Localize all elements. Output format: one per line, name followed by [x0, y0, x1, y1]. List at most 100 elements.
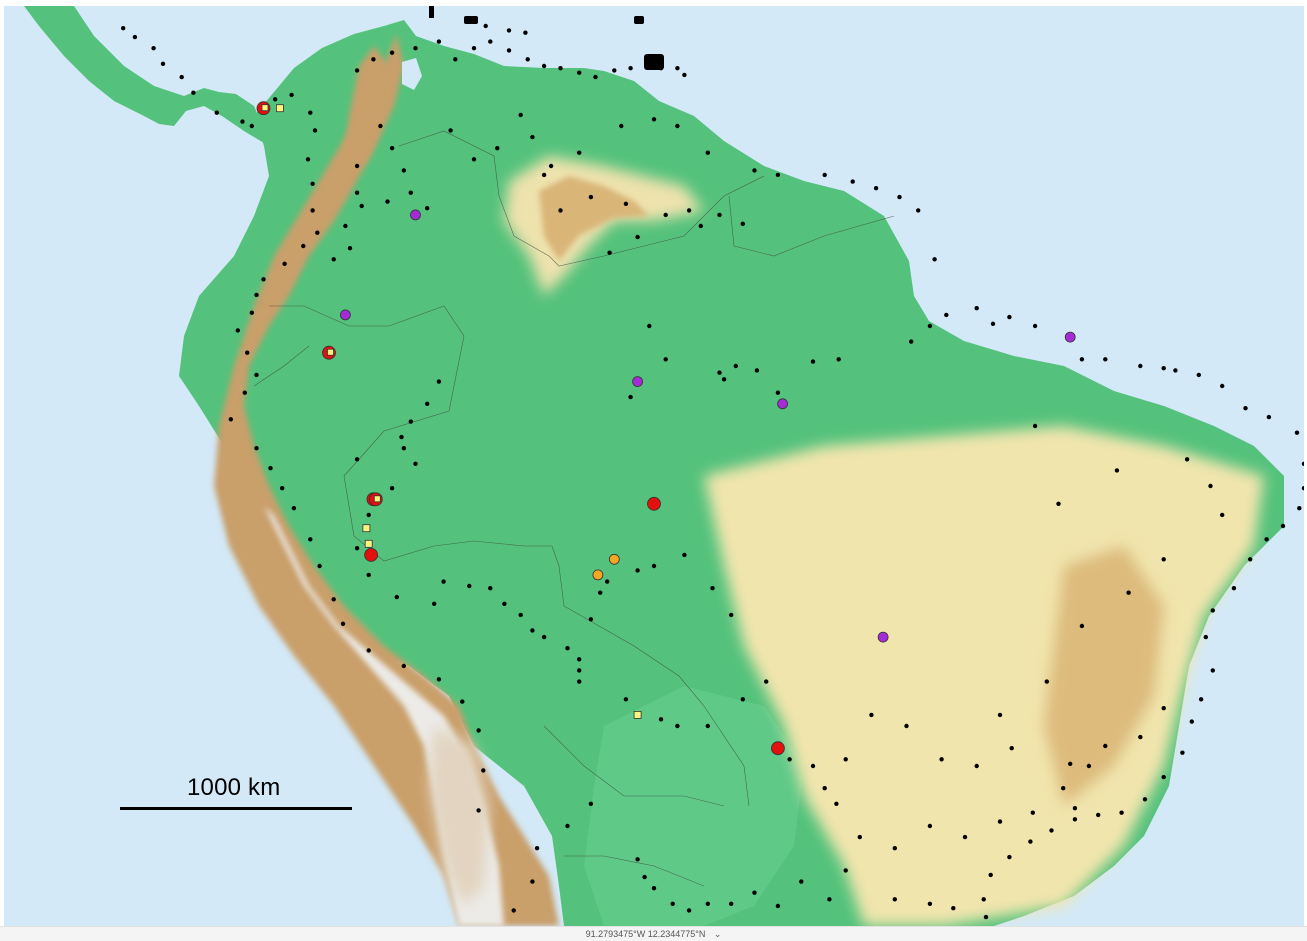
occurrence-point: [705, 723, 710, 729]
occurrence-point: [413, 461, 418, 466]
occurrence-point: [1126, 590, 1131, 595]
occurrence-point: [254, 446, 259, 451]
occurrence-point: [291, 506, 297, 511]
yellow-square-marker[interactable]: [327, 348, 334, 356]
occurrence-point: [530, 628, 535, 633]
occurrence-point: [308, 110, 313, 115]
purple-marker[interactable]: [632, 376, 643, 388]
occurrence-point: [869, 712, 874, 718]
occurrence-layer: [121, 23, 1304, 920]
occurrence-point: [1061, 786, 1066, 791]
species-marker-layer[interactable]: [256, 101, 1076, 756]
occurrence-point: [261, 277, 266, 282]
occurrence-point: [282, 261, 287, 266]
occurrence-point: [981, 897, 986, 902]
occurrence-point: [787, 757, 792, 762]
occurrence-point: [371, 57, 376, 62]
occurrence-point: [1280, 523, 1286, 529]
purple-marker[interactable]: [1064, 331, 1076, 343]
occurrence-point: [1032, 323, 1038, 329]
occurrence-point: [235, 328, 240, 333]
occurrence-point: [399, 434, 404, 440]
occurrence-point: [927, 901, 933, 906]
occurrence-point: [289, 92, 294, 98]
occurrence-point: [651, 117, 657, 122]
occurrence-point: [228, 417, 233, 422]
occurrence-point: [354, 190, 360, 195]
red-marker[interactable]: [364, 548, 379, 562]
occurrence-point: [939, 757, 944, 762]
purple-marker[interactable]: [410, 209, 421, 221]
occurrence-point: [366, 648, 371, 653]
orange-marker[interactable]: [592, 569, 604, 581]
occurrence-point: [1096, 812, 1101, 818]
occurrence-point: [927, 823, 933, 829]
occurrence-point: [951, 906, 956, 911]
occurrence-point: [843, 868, 848, 873]
landmass: [24, 6, 1284, 926]
occurrence-point: [682, 552, 687, 558]
yellow-square-marker[interactable]: [275, 104, 284, 113]
occurrence-point: [588, 194, 594, 200]
occurrence-point: [1161, 366, 1166, 371]
yellow-square-marker[interactable]: [261, 104, 269, 112]
occurrence-point: [481, 768, 486, 773]
occurrence-point: [588, 617, 594, 622]
occurrence-point: [1198, 697, 1204, 702]
scale-label: 1000 km: [187, 774, 281, 801]
occurrence-point: [425, 401, 430, 406]
occurrence-point: [1203, 634, 1209, 640]
occurrence-point: [705, 150, 710, 155]
map-viewport[interactable]: 1000 km: [4, 6, 1304, 926]
occurrence-point: [1086, 763, 1092, 769]
occurrence-point: [121, 26, 126, 31]
occurrence-point: [1044, 679, 1050, 684]
occurrence-point: [628, 394, 633, 400]
purple-marker[interactable]: [777, 398, 788, 410]
orange-marker[interactable]: [608, 553, 620, 565]
occurrence-point: [525, 57, 530, 62]
occurrence-point: [432, 601, 437, 606]
occurrence-point: [593, 74, 598, 80]
occurrence-point: [740, 697, 745, 702]
purple-marker[interactable]: [877, 631, 889, 643]
occurrence-point: [310, 181, 315, 186]
occurrence-point: [401, 663, 406, 669]
occurrence-point: [506, 48, 512, 53]
occurrence-point: [810, 359, 816, 364]
occurrence-point: [822, 172, 827, 178]
terrain-map[interactable]: [4, 6, 1304, 926]
occurrence-point: [1220, 383, 1225, 389]
yellow-square-marker[interactable]: [633, 711, 642, 719]
occurrence-point: [1049, 828, 1054, 833]
occurrence-point: [1264, 537, 1269, 542]
yellow-square-marker[interactable]: [362, 524, 371, 533]
chevron-down-icon[interactable]: ⌄: [713, 929, 722, 939]
occurrence-point: [775, 903, 781, 909]
occurrence-point: [733, 363, 738, 369]
occurrence-point: [916, 208, 921, 213]
yellow-square-marker[interactable]: [373, 495, 381, 503]
occurrence-point: [530, 134, 535, 140]
occurrence-point: [623, 697, 629, 702]
occurrence-point: [1138, 734, 1143, 740]
occurrence-point: [366, 512, 371, 518]
occurrence-point: [944, 312, 949, 318]
occurrence-point: [1189, 719, 1195, 724]
occurrence-point: [990, 321, 996, 326]
occurrence-point: [775, 172, 781, 178]
occurrence-point: [873, 186, 879, 191]
occurrence-point: [1294, 430, 1300, 435]
occurrence-point: [663, 357, 668, 362]
occurrence-point: [710, 586, 715, 591]
purple-marker[interactable]: [339, 309, 351, 321]
red-marker[interactable]: [771, 741, 785, 756]
occurrence-point: [635, 234, 640, 240]
yellow-square-marker[interactable]: [364, 539, 373, 548]
occurrence-point: [354, 457, 360, 462]
occurrence-point: [1196, 372, 1202, 378]
occurrence-point: [775, 390, 781, 395]
occurrence-point: [810, 763, 816, 769]
red-marker[interactable]: [647, 496, 661, 511]
occurrence-point: [558, 208, 563, 213]
